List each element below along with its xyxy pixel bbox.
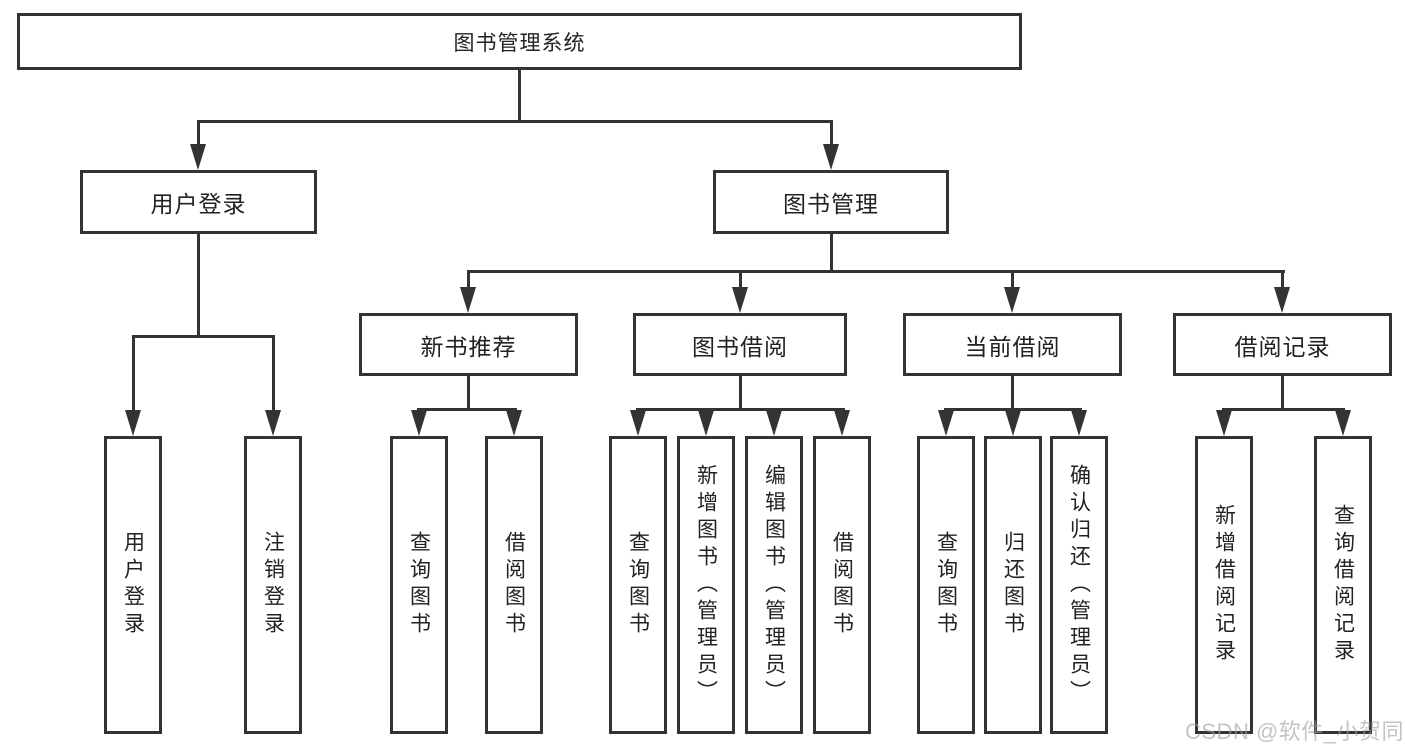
watermark: CSDN @软件_小贺同学: [1185, 719, 1405, 744]
leaf-label: 查询图书: [934, 531, 958, 639]
arrow-down-icon: [265, 410, 281, 436]
leaf-logout: 注销登录: [244, 436, 302, 734]
arrow-down-icon: [460, 287, 476, 313]
leaf-label: 查询图书: [626, 531, 650, 639]
arrow-down-icon: [766, 410, 782, 436]
connector-line: [197, 234, 200, 335]
leaf-borrow-books-recommend: 借阅图书: [485, 436, 543, 734]
arrow-down-icon: [630, 410, 646, 436]
arrow-down-icon: [1071, 410, 1087, 436]
connector-line: [1222, 408, 1345, 411]
leaf-label: 编辑图书（管理员）: [762, 463, 786, 707]
arrow-down-icon: [938, 410, 954, 436]
arrow-down-icon: [1274, 287, 1290, 313]
connector-line: [1281, 376, 1284, 409]
leaf-label: 归还图书: [1001, 531, 1025, 639]
leaf-label: 借阅图书: [502, 531, 526, 639]
arrow-down-icon: [1216, 410, 1232, 436]
leaf-add-books-admin: 新增图书（管理员）: [677, 436, 735, 734]
arrow-down-icon: [834, 410, 850, 436]
leaf-edit-books-admin: 编辑图书（管理员）: [745, 436, 803, 734]
leaf-confirm-return-admin: 确认归还（管理员）: [1050, 436, 1108, 734]
leaf-label: 查询图书: [407, 531, 431, 639]
connector-line: [518, 70, 521, 123]
leaf-label: 新增图书（管理员）: [694, 463, 718, 707]
leaf-add-borrow-record: 新增借阅记录: [1195, 436, 1253, 734]
leaf-label: 用户登录: [121, 531, 145, 639]
connector-line: [467, 270, 470, 290]
connector-line: [197, 120, 833, 123]
arrow-down-icon: [125, 410, 141, 436]
arrow-down-icon: [1335, 410, 1351, 436]
arrow-down-icon: [823, 144, 839, 170]
connector-line: [830, 234, 833, 270]
leaf-query-books-borrow: 查询图书: [609, 436, 667, 734]
connector-line: [1281, 270, 1284, 290]
leaf-label: 注销登录: [261, 531, 285, 639]
connector-line: [636, 408, 845, 411]
leaf-label: 新增借阅记录: [1212, 504, 1236, 666]
node-root: 图书管理系统: [17, 13, 1022, 70]
connector-line: [944, 408, 1082, 411]
connector-line: [830, 120, 833, 148]
leaf-borrow-books-borrow: 借阅图书: [813, 436, 871, 734]
node-user-login: 用户登录: [80, 170, 317, 234]
leaf-query-books-recommend: 查询图书: [390, 436, 448, 734]
leaf-label: 查询借阅记录: [1331, 504, 1355, 666]
connector-line: [467, 270, 1285, 273]
leaf-query-borrow-record: 查询借阅记录: [1314, 436, 1372, 734]
connector-line: [417, 408, 517, 411]
arrow-down-icon: [698, 410, 714, 436]
node-book-borrowing: 图书借阅: [633, 313, 847, 376]
leaf-query-books-current: 查询图书: [917, 436, 975, 734]
node-current-borrowing: 当前借阅: [903, 313, 1122, 376]
arrow-down-icon: [1005, 410, 1021, 436]
arrow-down-icon: [411, 410, 427, 436]
arrow-down-icon: [506, 410, 522, 436]
connector-line: [132, 335, 135, 412]
connector-line: [739, 270, 742, 290]
arrow-down-icon: [190, 144, 206, 170]
connector-line: [467, 376, 470, 409]
connector-line: [197, 120, 200, 148]
connector-line: [739, 376, 742, 409]
connector-line: [1011, 376, 1014, 409]
leaf-label: 确认归还（管理员）: [1067, 463, 1091, 707]
leaf-user-login: 用户登录: [104, 436, 162, 734]
connector-line: [272, 335, 275, 412]
node-new-book-recommendation: 新书推荐: [359, 313, 578, 376]
arrow-down-icon: [732, 287, 748, 313]
leaf-return-books: 归还图书: [984, 436, 1042, 734]
arrow-down-icon: [1004, 287, 1020, 313]
node-book-management: 图书管理: [713, 170, 949, 234]
connector-line: [1011, 270, 1014, 290]
connector-line: [132, 335, 275, 338]
leaf-label: 借阅图书: [830, 531, 854, 639]
node-borrowing-records: 借阅记录: [1173, 313, 1392, 376]
